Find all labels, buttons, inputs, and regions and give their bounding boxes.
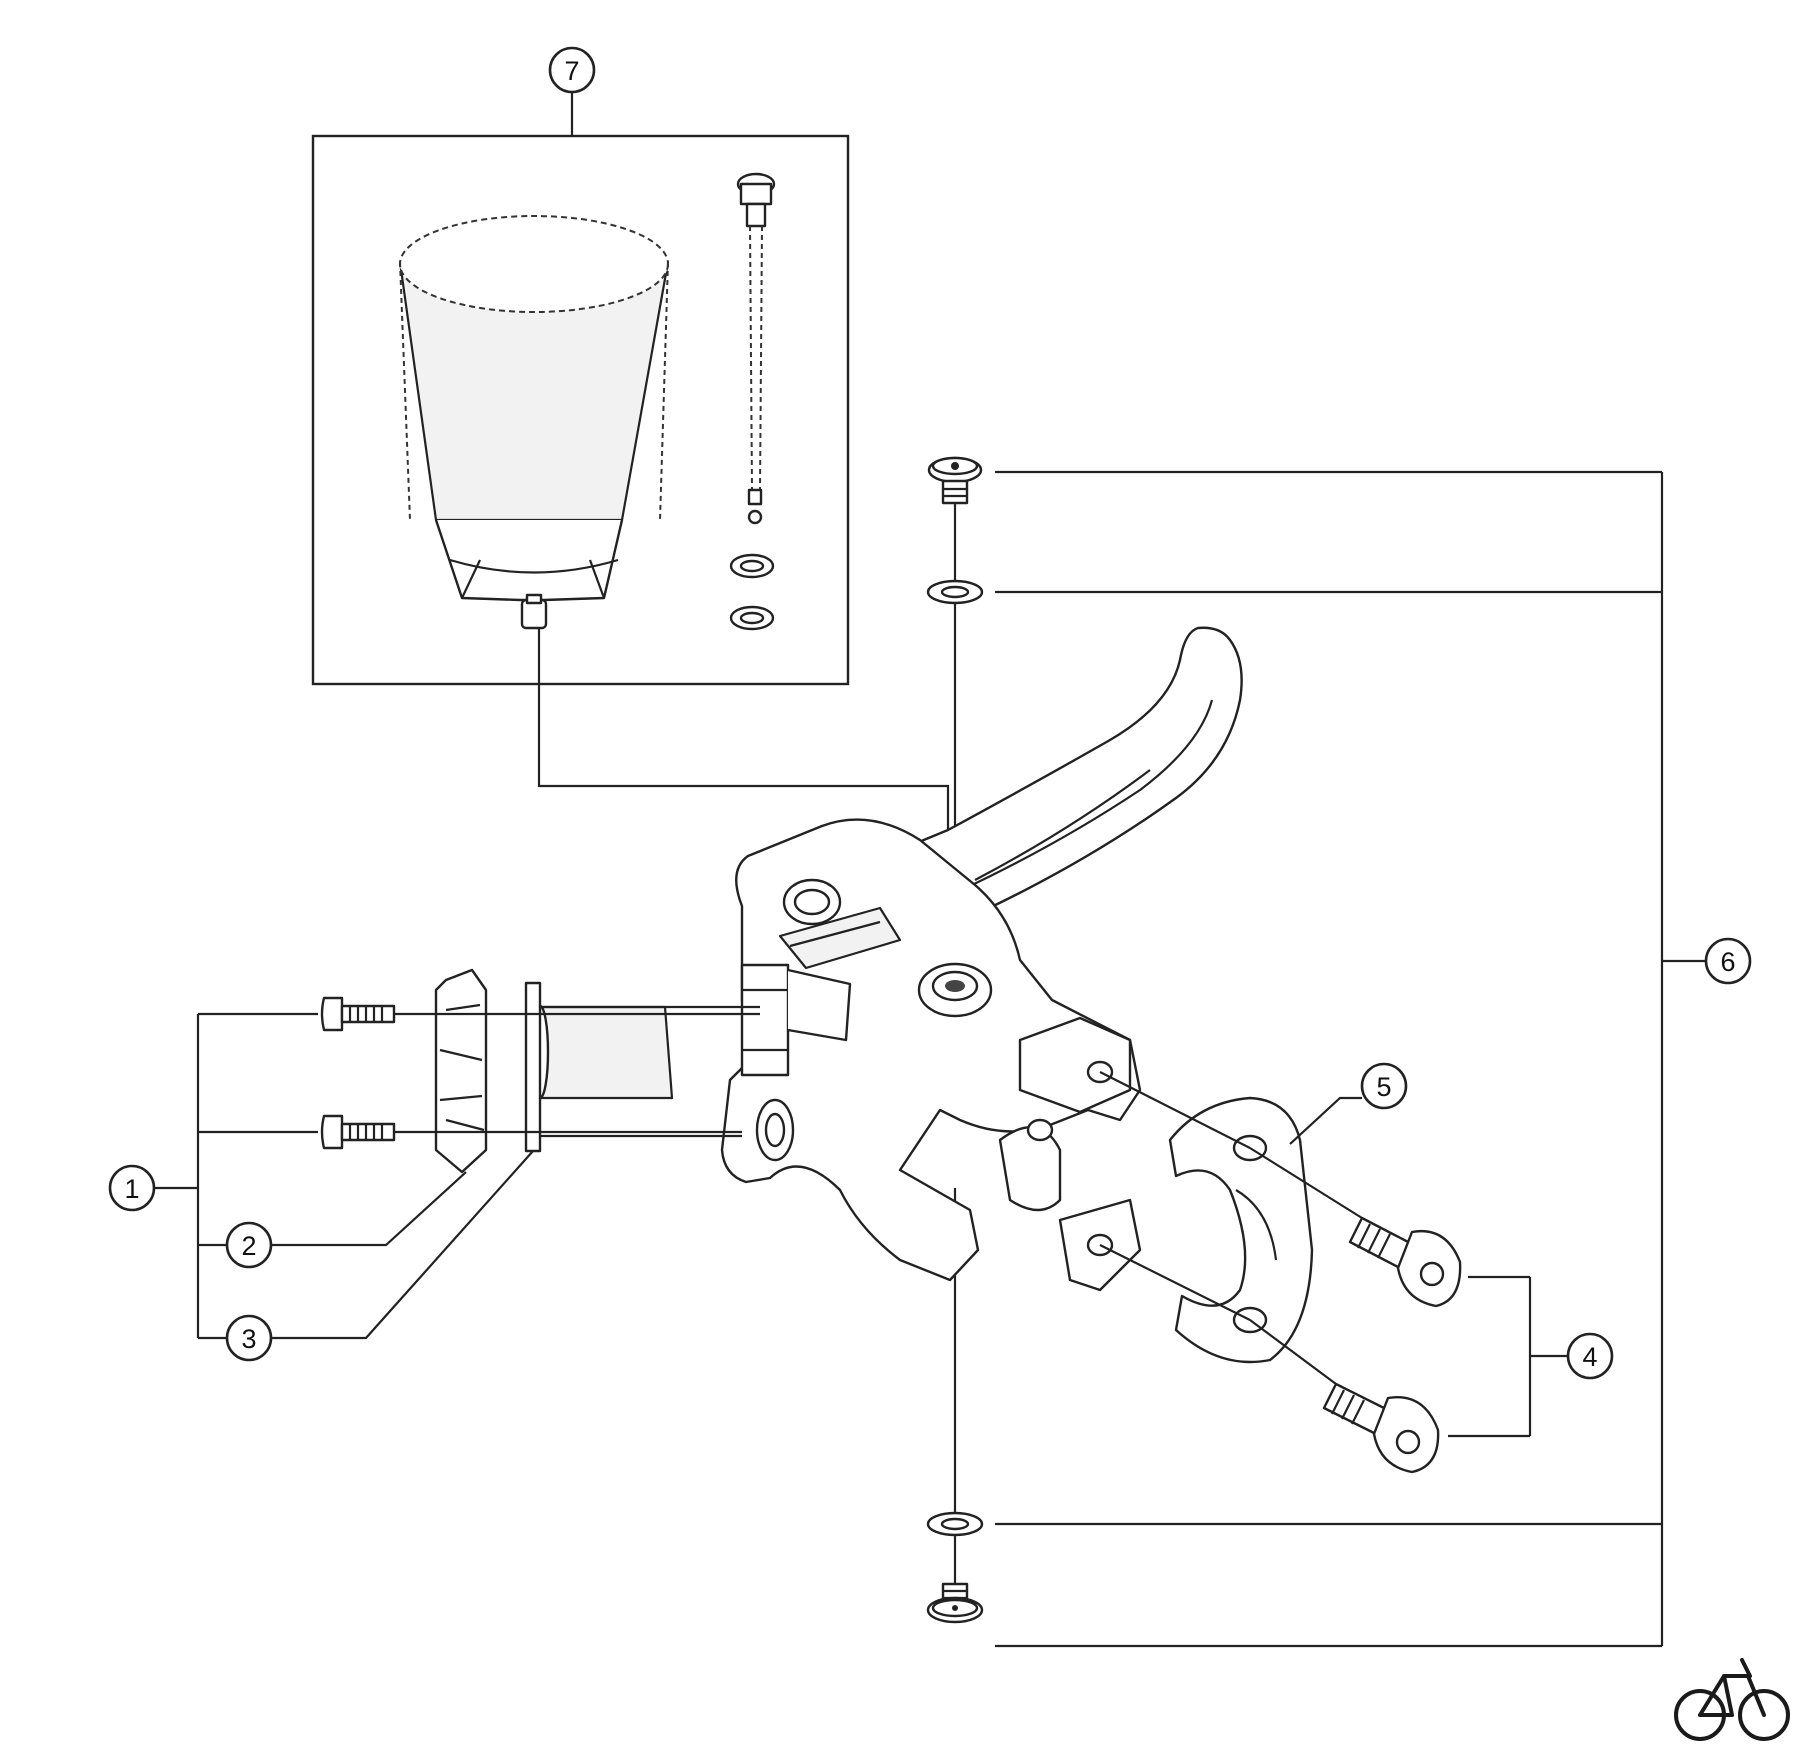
clamp-axis-lower <box>1099 1244 1251 1321</box>
bleed-screw-top <box>927 456 983 505</box>
lever-clamp-band <box>1168 1096 1314 1364</box>
callout-1-label: 1 <box>124 1174 139 1204</box>
o-ring-upper <box>729 553 775 579</box>
bolt-axis-lower <box>1249 1319 1337 1385</box>
bleed-screw-bottom <box>926 1582 984 1624</box>
callout-4-label: 4 <box>1582 1342 1597 1372</box>
leader-2 <box>272 1171 467 1247</box>
shim-plate <box>524 981 542 1153</box>
clamp-axis-upper <box>1099 1071 1251 1149</box>
callout-1: 1 <box>108 1164 156 1212</box>
leader-5 <box>1289 1096 1362 1145</box>
callout-5-label: 5 <box>1376 1072 1391 1102</box>
clamp-screw-upper <box>320 996 396 1032</box>
funnel-plug <box>736 172 776 525</box>
bracket-6 <box>995 470 1706 1648</box>
o-ring-lower <box>729 605 775 631</box>
washer-bottom <box>926 1511 984 1537</box>
callout-6-label: 6 <box>1720 947 1735 977</box>
washer-top <box>926 579 984 605</box>
brake-lever-body <box>720 626 1243 1292</box>
bicycle-icon <box>1674 1658 1790 1741</box>
clamp-screw-lower <box>320 1114 396 1150</box>
callout-2-label: 2 <box>241 1231 256 1261</box>
callout-7: 7 <box>548 46 596 94</box>
bleed-funnel <box>398 215 670 630</box>
callout-6: 6 <box>1704 937 1752 985</box>
leader-3 <box>272 1150 534 1340</box>
callout-4: 4 <box>1566 1332 1614 1380</box>
clamp-bolt-upper <box>1348 1216 1462 1308</box>
bracket-1 <box>154 1012 318 1340</box>
bracket-4 <box>1448 1275 1568 1438</box>
clamp-bolt-lower <box>1322 1382 1440 1474</box>
callout-2: 2 <box>225 1221 273 1269</box>
callout-7-label: 7 <box>564 56 579 86</box>
callout-3: 3 <box>225 1314 273 1362</box>
bolt-axis-upper <box>1249 1147 1363 1219</box>
bleed-kit-box <box>311 92 850 686</box>
callout-3-label: 3 <box>241 1324 256 1354</box>
adapter-clamp <box>434 968 488 1174</box>
callout-5: 5 <box>1360 1062 1408 1110</box>
